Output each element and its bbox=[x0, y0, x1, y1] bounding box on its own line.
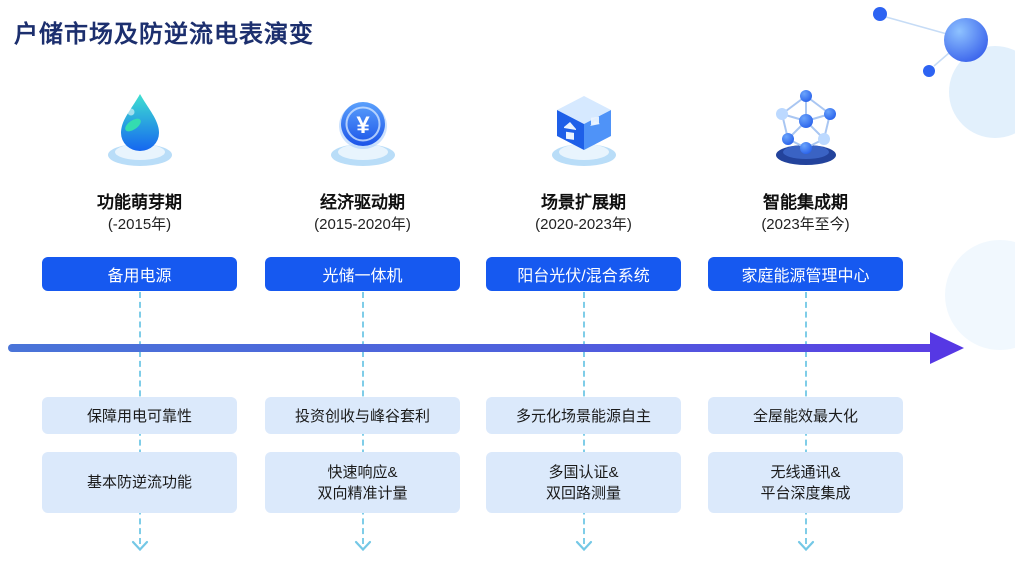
benefit-box: 多元化场景能源自主 bbox=[486, 397, 681, 434]
yen-coin-icon: ¥ bbox=[330, 102, 395, 166]
feature-line: 双向精准计量 bbox=[317, 484, 408, 502]
feature-box: 无线通讯& 平台深度集成 bbox=[708, 452, 903, 513]
stage-name: 经济驱动期 bbox=[320, 193, 405, 212]
stage-pill: 备用电源 bbox=[42, 257, 237, 291]
feature-line: 基本防逆流功能 bbox=[86, 474, 192, 491]
water-drop-leaf-icon bbox=[107, 94, 172, 166]
timeline-arrow bbox=[8, 344, 934, 352]
timeline-arrow-head-icon bbox=[930, 332, 964, 364]
feature-line: 双回路测量 bbox=[545, 484, 621, 502]
stage-name: 场景扩展期 bbox=[541, 193, 626, 212]
feature-box: 快速响应& 双向精准计量 bbox=[265, 452, 460, 513]
stage-period: (2020-2023年) bbox=[535, 216, 632, 233]
stage-pill: 家庭能源管理中心 bbox=[708, 257, 903, 291]
feature-line: 无线通讯& bbox=[770, 463, 841, 481]
stage-name: 功能萌芽期 bbox=[97, 193, 182, 212]
down-arrow-icon bbox=[575, 540, 592, 552]
decor-dots-icon bbox=[873, 7, 988, 77]
svg-text:¥: ¥ bbox=[356, 112, 370, 139]
stage-pill: 光储一体机 bbox=[265, 257, 460, 291]
stage-period: (2023年至今) bbox=[761, 216, 850, 233]
feature-box: 基本防逆流功能 bbox=[42, 452, 237, 513]
benefit-box: 投资创收与峰谷套利 bbox=[265, 397, 460, 434]
down-arrow-icon bbox=[797, 540, 814, 552]
decor-blob bbox=[949, 46, 1015, 138]
stage-pill: 阳台光伏/混合系统 bbox=[486, 257, 681, 291]
page-title: 户储市场及防逆流电表演变 bbox=[14, 21, 314, 48]
stage-column-3: 场景扩展期 (2020-2023年) 阳台光伏/混合系统 多元化场景能源自主 多… bbox=[486, 0, 681, 568]
stage-period: (-2015年) bbox=[107, 216, 172, 233]
stage-column-1: 功能萌芽期 (-2015年) 备用电源 保障用电可靠性 基本防逆流功能 bbox=[42, 0, 237, 568]
molecule-network-icon bbox=[775, 90, 836, 165]
down-arrow-icon bbox=[131, 540, 148, 552]
stage-column-2: ¥ 经济驱动期 (2015-2020年) 光储一体机 投资创收与峰谷套利 快速响… bbox=[265, 0, 460, 568]
benefit-box: 保障用电可靠性 bbox=[42, 397, 237, 434]
benefit-box: 全屋能效最大化 bbox=[708, 397, 903, 434]
feature-box: 多国认证& 双回路测量 bbox=[486, 452, 681, 513]
stage-column-4: 智能集成期 (2023年至今) 家庭能源管理中心 全屋能效最大化 无线通讯& 平… bbox=[708, 0, 903, 568]
feature-line: 快速响应& bbox=[327, 463, 398, 481]
down-arrow-icon bbox=[354, 540, 371, 552]
cube-house-icon bbox=[551, 96, 616, 166]
feature-line: 平台深度集成 bbox=[760, 484, 851, 502]
stage-period: (2015-2020年) bbox=[314, 216, 411, 233]
stage-name: 智能集成期 bbox=[763, 193, 848, 212]
feature-line: 多国认证& bbox=[548, 463, 619, 481]
